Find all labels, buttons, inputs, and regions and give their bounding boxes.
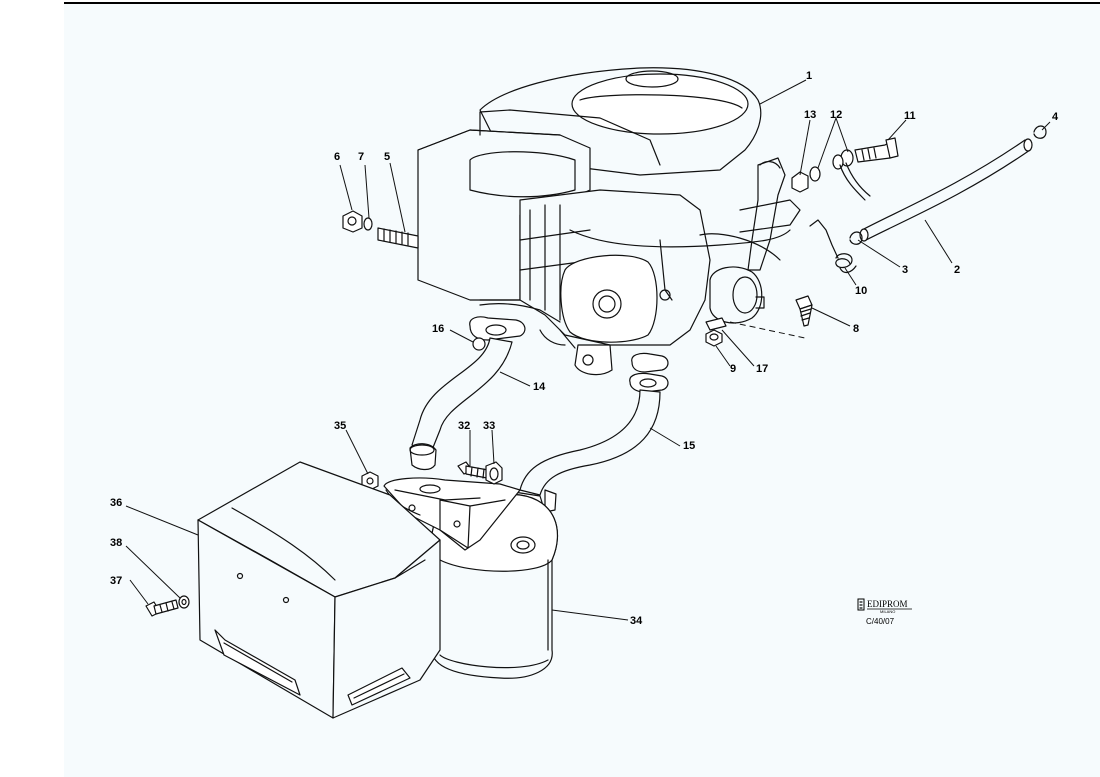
callout-33: 33 bbox=[483, 420, 495, 432]
fuel-line-assembly bbox=[849, 125, 1047, 245]
washer-38 bbox=[178, 595, 190, 609]
callout-11: 11 bbox=[904, 110, 916, 122]
callout-37: 37 bbox=[110, 575, 122, 587]
callout-7: 7 bbox=[358, 151, 364, 163]
callout-16: 16 bbox=[432, 323, 444, 335]
nut-9 bbox=[705, 329, 723, 347]
callout-1: 1 bbox=[806, 70, 812, 82]
callout-labels: 1 2 3 4 5 6 7 8 9 10 11 12 13 14 15 16 1… bbox=[110, 70, 1059, 627]
spring-10 bbox=[809, 219, 857, 274]
top-border-line bbox=[64, 2, 1100, 4]
callout-17: 17 bbox=[756, 363, 768, 375]
dipstick-tube bbox=[747, 157, 786, 271]
fuel-hose-2 bbox=[861, 139, 1026, 231]
muffler-outlet bbox=[510, 536, 536, 554]
callout-13: 13 bbox=[804, 109, 816, 121]
air-filter-cover bbox=[571, 73, 749, 135]
spark-plug-boss bbox=[592, 289, 622, 319]
callout-35: 35 bbox=[334, 420, 346, 432]
callout-5: 5 bbox=[384, 151, 390, 163]
exhaust-pipe-14 bbox=[409, 316, 526, 471]
callout-32: 32 bbox=[458, 420, 470, 432]
hose-clip-3 bbox=[849, 231, 863, 245]
engine-assembly bbox=[417, 67, 801, 376]
shield-hole bbox=[236, 572, 244, 580]
bracket-fasteners bbox=[361, 461, 503, 491]
publisher-stamp: EDIPROM MILANO C/40/07 bbox=[857, 598, 912, 626]
nut-6 bbox=[342, 210, 363, 233]
callout-8: 8 bbox=[853, 323, 859, 335]
air-filter-cap bbox=[625, 70, 679, 88]
starter-housing bbox=[709, 266, 763, 324]
bracket-hole bbox=[419, 484, 441, 494]
washer-33 bbox=[485, 461, 503, 485]
publisher-name: EDIPROM bbox=[867, 599, 908, 609]
nut-13 bbox=[791, 171, 809, 193]
callout-2: 2 bbox=[954, 264, 960, 276]
callout-4: 4 bbox=[1052, 111, 1059, 123]
callout-34: 34 bbox=[630, 615, 643, 627]
gasket-15 bbox=[631, 352, 669, 373]
callout-12: 12 bbox=[830, 109, 842, 121]
muffler-34 bbox=[383, 477, 559, 679]
pipe-end-14 bbox=[409, 443, 437, 471]
washer-13 bbox=[809, 166, 821, 182]
shield-fasteners bbox=[145, 595, 190, 617]
callout-15: 15 bbox=[683, 440, 695, 452]
hose-clip-4 bbox=[1033, 125, 1047, 139]
washer-17 bbox=[705, 317, 727, 331]
muffler-mount-bolts bbox=[705, 295, 813, 347]
cable-clamp-assembly bbox=[791, 137, 899, 201]
washer-7 bbox=[363, 217, 373, 231]
heat-shield-36 bbox=[197, 461, 441, 719]
engine-stud-assembly bbox=[342, 210, 419, 249]
callout-36: 36 bbox=[110, 497, 122, 509]
publisher-logo-icon bbox=[857, 598, 865, 611]
callout-38: 38 bbox=[110, 537, 122, 549]
drawing-code: C/40/07 bbox=[866, 617, 895, 626]
callout-14: 14 bbox=[533, 381, 546, 393]
left-margin bbox=[0, 0, 64, 777]
leader-lines bbox=[125, 79, 1051, 621]
gasket-flange-16 bbox=[469, 316, 526, 341]
callout-10: 10 bbox=[855, 285, 867, 297]
callout-9: 9 bbox=[730, 363, 736, 375]
publisher-city: MILANO bbox=[880, 609, 895, 614]
callout-3: 3 bbox=[902, 264, 908, 276]
callout-6: 6 bbox=[334, 151, 340, 163]
